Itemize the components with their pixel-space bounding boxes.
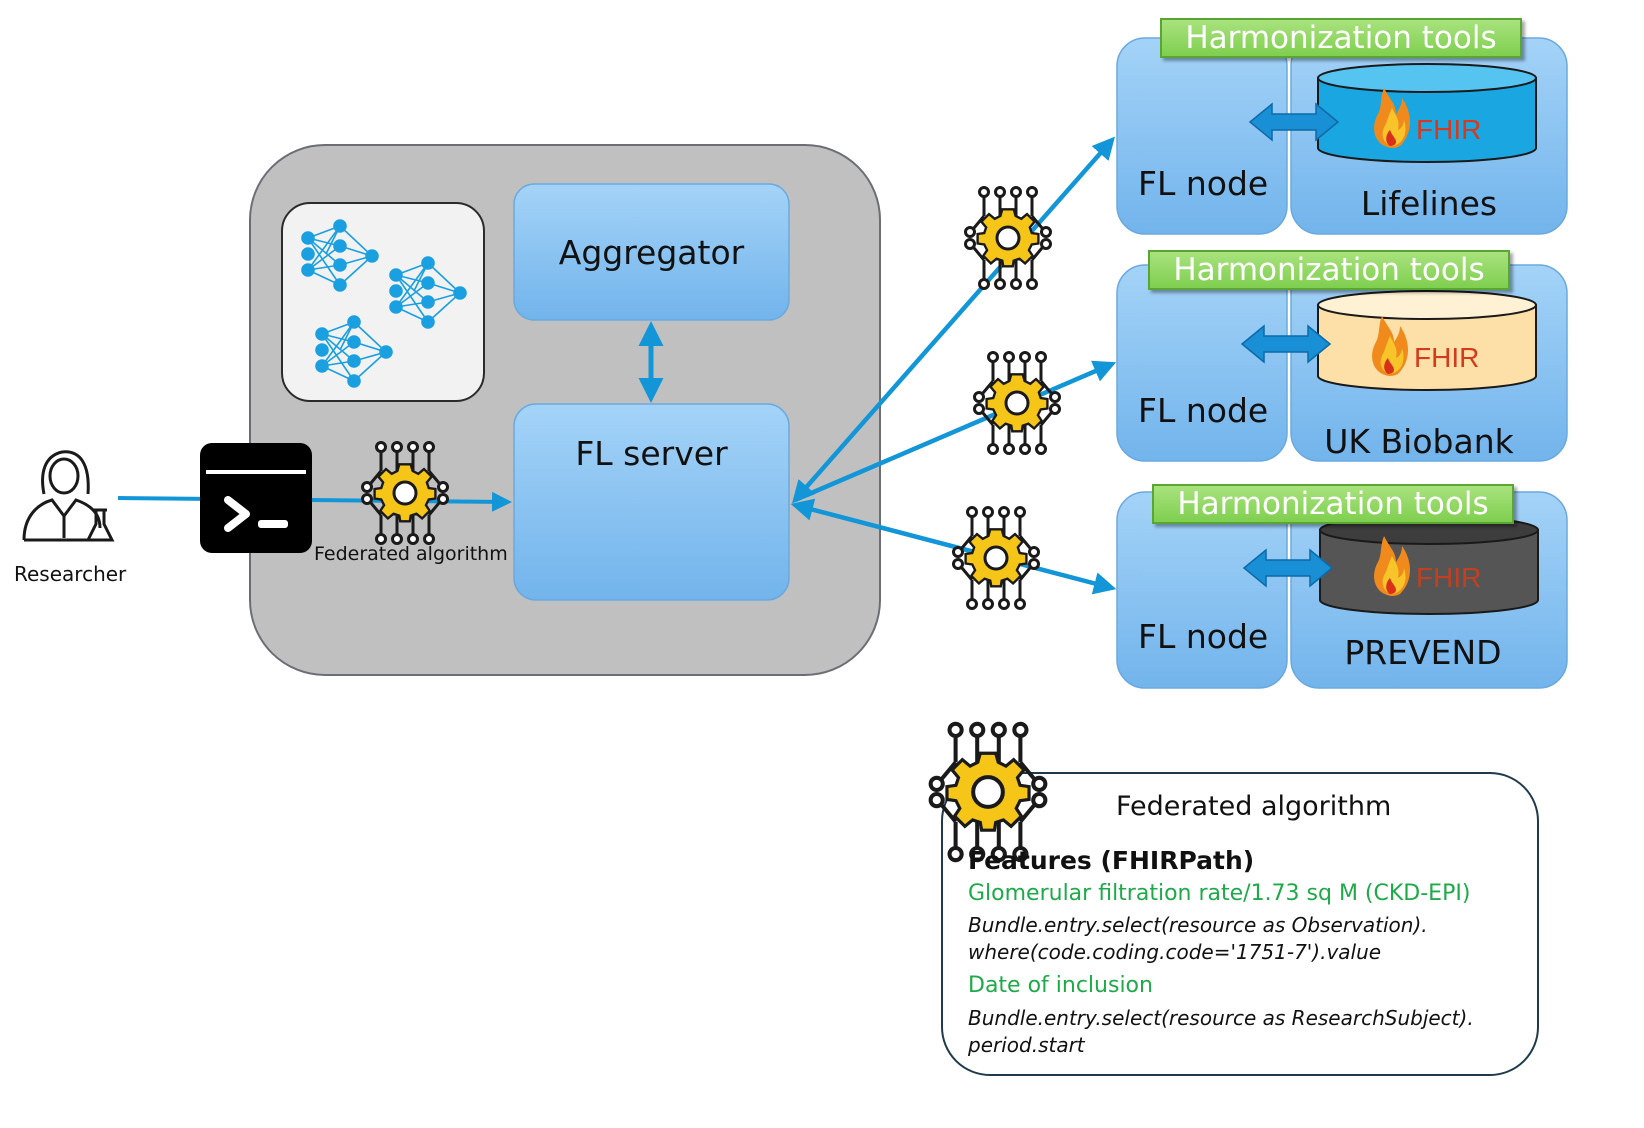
gear-chip-icon: [952, 506, 1040, 610]
neural-network-icon: [301, 219, 467, 388]
fl-server-box: [513, 403, 790, 601]
fl-node-label-3: FL node: [1138, 617, 1269, 656]
node-db-arrow: [1242, 548, 1334, 588]
harmonization-tools-label-2: Harmonization tools: [1148, 250, 1510, 290]
harmonization-tools-label-3: Harmonization tools: [1152, 484, 1514, 524]
algorithm-caption: Federated algorithm: [314, 543, 508, 565]
fl-node-box-2: [1116, 264, 1288, 462]
aggregator-box: [513, 183, 790, 321]
arrow-to-prevend: [790, 498, 1117, 595]
node-db-arrow: [1248, 102, 1340, 142]
database-icon: [1317, 63, 1537, 163]
aggregator-label: Aggregator: [558, 233, 745, 272]
node-db-arrow: [1240, 324, 1332, 364]
fl-node-box-1: [1116, 37, 1288, 235]
fl-node-label-1: FL node: [1138, 164, 1269, 203]
dataset-label-3: PREVEND: [1344, 633, 1502, 672]
harmonization-tools-label-1: Harmonization tools: [1160, 18, 1522, 58]
feature-name-1: Glomerular filtration rate/1.73 sq M (CK…: [968, 881, 1471, 906]
features-heading: Features (FHIRPath): [968, 846, 1255, 875]
terminal-icon: [200, 443, 312, 553]
gear-chip-icon: [973, 351, 1061, 455]
fhir-label-3: FHIR: [1416, 562, 1482, 593]
fl-server-label: FL server: [575, 434, 728, 473]
database-icon: [1317, 290, 1537, 391]
gear-chip-icon: [964, 186, 1052, 290]
arrow-to-lifelines: [792, 136, 1115, 504]
legend-box: [941, 772, 1539, 1076]
researcher-label: Researcher: [14, 562, 127, 586]
feature-path-1b: where(code.coding.code='1751-7').value: [968, 940, 1382, 964]
legend-title: Federated algorithm: [1116, 791, 1392, 822]
fl-node-label-2: FL node: [1138, 391, 1269, 430]
feature-name-2: Date of inclusion: [968, 973, 1153, 998]
model-card: [281, 202, 485, 402]
feature-path-2a: Bundle.entry.select(resource as Research…: [968, 1006, 1474, 1030]
researcher-icon: [22, 450, 115, 542]
arrow-to-ukbiobank: [794, 360, 1117, 503]
dataset-label-2: UK Biobank: [1324, 422, 1514, 461]
feature-path-2b: period.start: [968, 1033, 1085, 1057]
feature-path-1a: Bundle.entry.select(resource as Observat…: [968, 913, 1428, 937]
dataset-label-1: Lifelines: [1360, 184, 1498, 223]
fhir-label-2: FHIR: [1414, 342, 1480, 373]
fhir-label-1: FHIR: [1416, 114, 1482, 145]
